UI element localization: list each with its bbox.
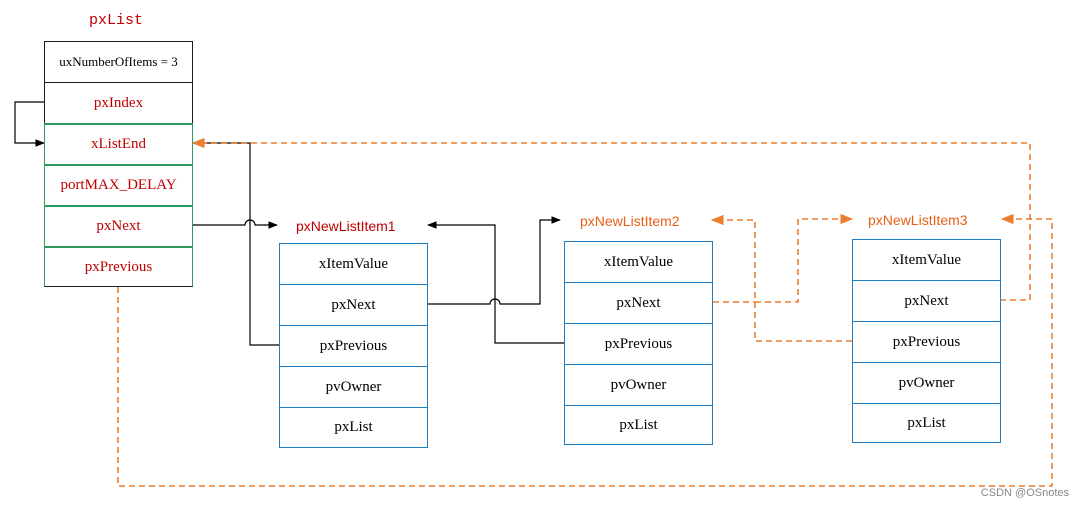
- item2-next-to-item3-arrow: [713, 219, 852, 303]
- item1-next-to-item2-arrow: [428, 216, 561, 305]
- item1-field-previous: pxPrevious: [279, 325, 428, 367]
- list-title: pxList: [89, 12, 144, 29]
- list-previous-field: pxPrevious: [44, 246, 193, 287]
- list-index-field: pxIndex: [44, 82, 193, 124]
- item1-field-value: xItemValue: [279, 243, 428, 285]
- item1-field-owner: pvOwner: [279, 366, 428, 408]
- item2-field-next: pxNext: [564, 282, 713, 324]
- list-next-field: pxNext: [44, 205, 193, 247]
- item3-field-value: xItemValue: [852, 239, 1001, 281]
- item3-label: pxNewListItem3: [868, 212, 968, 228]
- list-delay-field: portMAX_DELAY: [44, 164, 193, 206]
- item1-field-next: pxNext: [279, 284, 428, 326]
- list-previous-to-item3-arrow: [117, 213, 1053, 487]
- item2-field-list: pxList: [564, 405, 713, 445]
- item3-previous-to-item2-arrow: [710, 214, 852, 342]
- item1-field-list: pxList: [279, 407, 428, 448]
- item2-label: pxNewListItem2: [580, 213, 680, 229]
- item2-field-value: xItemValue: [564, 241, 713, 283]
- item3-field-owner: pvOwner: [852, 362, 1001, 404]
- pxindex-to-listend-arrow: [14, 101, 45, 147]
- item1-previous-to-listend-line: [192, 142, 279, 346]
- item3-field-previous: pxPrevious: [852, 321, 1001, 363]
- item3-field-list: pxList: [852, 403, 1001, 443]
- item3-field-next: pxNext: [852, 280, 1001, 322]
- item1-label: pxNewListItem1: [296, 218, 396, 234]
- watermark: CSDN @OSnotes: [980, 487, 1069, 499]
- item2-field-owner: pvOwner: [564, 364, 713, 406]
- list-next-to-item1-arrow: [192, 219, 278, 229]
- item3-next-to-listend-arrow: [191, 137, 1031, 301]
- item2-field-previous: pxPrevious: [564, 323, 713, 365]
- item2-previous-to-item1-arrow: [427, 221, 564, 344]
- list-end-field: xListEnd: [44, 123, 193, 165]
- list-count-field: uxNumberOfItems = 3: [44, 41, 193, 83]
